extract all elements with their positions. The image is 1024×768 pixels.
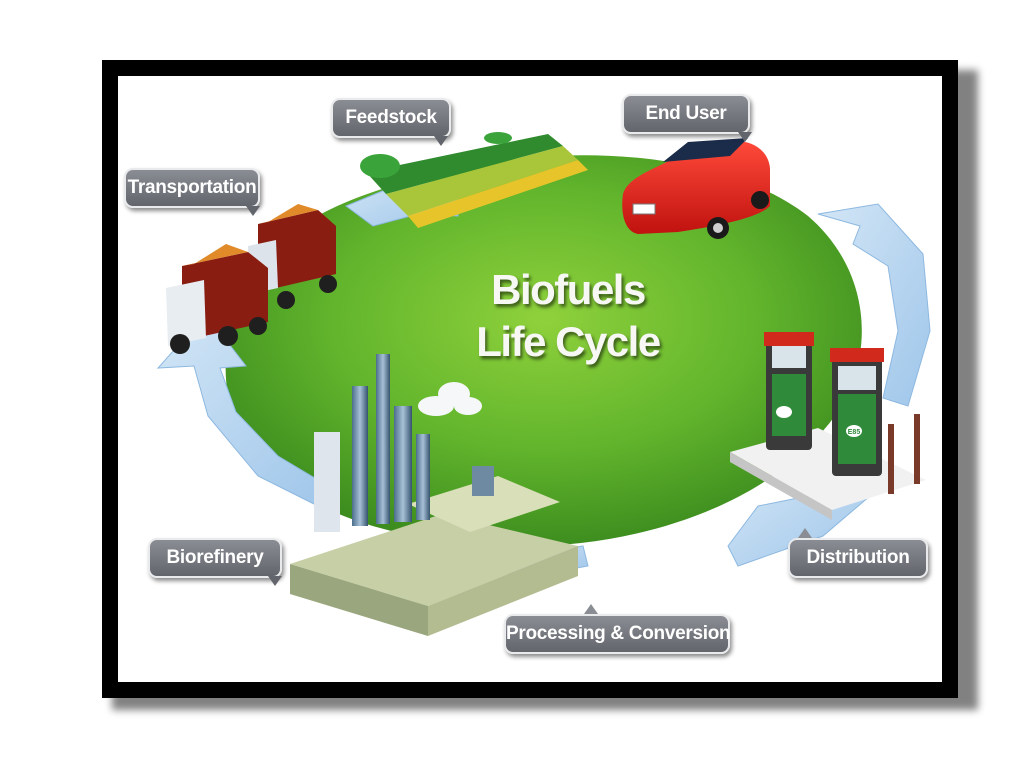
feedstock-field-illustration (360, 132, 588, 228)
picture-frame: E85 Biofuels Life Cycle Feedstock End Us… (102, 60, 958, 698)
arrow-enduser-to-distribution (817, 203, 931, 407)
fuel-pumps-illustration: E85 (730, 332, 926, 520)
label-biorefinery-pointer (268, 576, 282, 586)
life-cycle-illustration: E85 (156, 132, 931, 636)
label-feedstock: Feedstock (331, 98, 451, 138)
red-car-illustration (622, 138, 770, 239)
label-transportation-pointer (246, 206, 260, 216)
label-end-user: End User (622, 94, 750, 134)
label-feedstock-pointer (434, 136, 448, 146)
diagram-canvas: E85 Biofuels Life Cycle Feedstock End Us… (118, 76, 942, 682)
label-distribution-pointer (798, 528, 812, 538)
label-end-user-pointer (738, 132, 752, 142)
label-biorefinery: Biorefinery (148, 538, 282, 578)
truck-illustration-front (166, 244, 268, 354)
title-line-2: Life Cycle (476, 318, 661, 365)
biorefinery-illustration (290, 354, 578, 636)
label-distribution: Distribution (788, 538, 928, 578)
title-line-1: Biofuels (491, 266, 646, 313)
pump-badge-text: E85 (848, 429, 861, 436)
label-transportation: Transportation (124, 168, 260, 208)
label-processing-conversion: Processing & Conversion (504, 614, 731, 654)
label-processing-pointer (584, 604, 598, 614)
diagram-title: Biofuels Life Cycle (463, 264, 673, 368)
